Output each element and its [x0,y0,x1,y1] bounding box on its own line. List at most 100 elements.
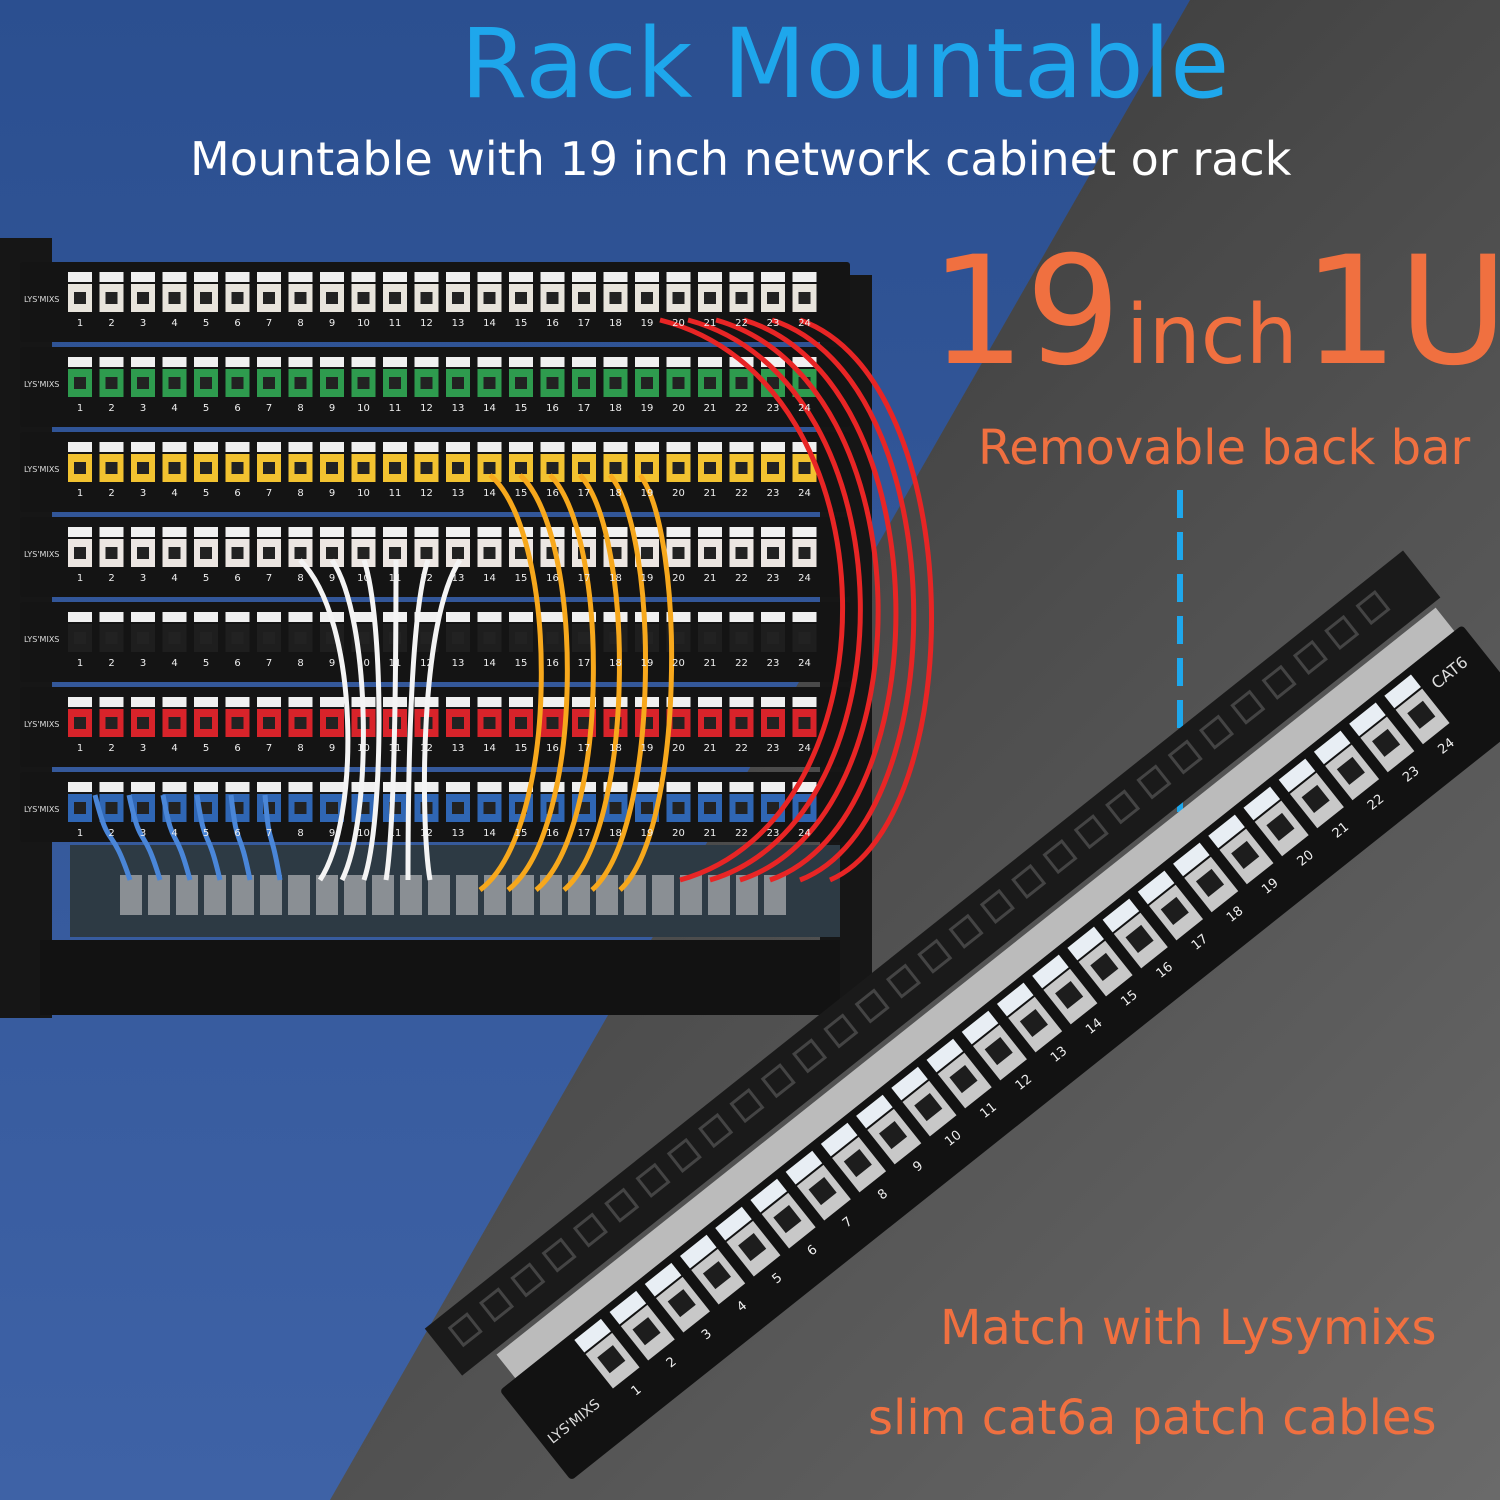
port-number: 10 [357,488,370,499]
port-label-strip [761,357,785,367]
rj45-port [672,802,685,814]
port-label-strip [383,357,407,367]
cable-tie-slot [478,1287,515,1323]
patch-panel [20,517,850,597]
cable-tie-slot [1355,590,1391,626]
rj45-port [641,292,653,304]
port-number: 9 [329,658,335,669]
port-label-strip [1349,702,1386,737]
rj45-port [672,292,685,304]
port-number: 5 [203,828,209,839]
size-spec: 19 inch 1U [930,225,1500,399]
port-label-strip [351,442,376,452]
port-label-strip [574,1318,611,1353]
rj45-port [767,802,779,814]
port-label-strip [225,527,250,537]
match-line-2: slim cat6a patch cables [868,1390,1437,1446]
rj45-port [326,377,338,389]
port-number: 12 [420,573,433,584]
port-number: 23 [767,743,780,754]
port-number: 18 [609,743,622,754]
rj45-port [798,547,811,559]
cable-tie-slot [1136,764,1172,800]
port-label-strip [194,697,218,707]
rj45-port [704,802,716,814]
port-label-strip [131,272,155,282]
port-number: 1 [77,743,83,754]
port-number: 9 [329,318,335,329]
port-label-strip [446,697,470,707]
cable-tie-slot [917,938,953,974]
port-label-strip [257,272,281,282]
patch-cable [383,559,399,881]
port-label-strip [926,1038,964,1073]
port-number: 5 [203,403,209,414]
port-number: 20 [672,573,685,584]
rj45-port [74,547,86,559]
rj45-port [294,462,307,474]
port-label-strip [320,272,344,282]
patch-cable [361,559,382,881]
port-label-strip [729,272,754,282]
port-label-strip [320,357,344,367]
patch-cable [771,317,917,883]
port-number: 15 [515,573,528,584]
port-label-strip [509,782,533,792]
port-label-strip [603,272,628,282]
switch-port [764,875,786,915]
back-bar-callout: Removable back bar [978,420,1471,476]
port-label-strip [257,697,281,707]
port-number: 12 [420,318,433,329]
rj45-port [200,547,212,559]
cable-tie-slot [885,963,922,999]
rj45-port [452,377,464,389]
patch-cable [534,473,596,892]
patch-cable [506,473,570,892]
port-number: 16 [546,743,559,754]
port-label-strip [729,782,754,792]
port-label-strip [666,697,691,707]
rj45-port [702,1261,732,1290]
port-label-strip [698,782,722,792]
rj45-port [168,547,181,559]
cable-tie-slot [1073,814,1109,850]
rj45-port [105,377,118,389]
rj45-port [357,547,370,559]
cable-tie-slot [541,1237,577,1273]
port-label-strip [351,357,376,367]
rj45-port [74,462,86,474]
port-label-strip [603,697,628,707]
port-number: 21 [704,658,717,669]
port-number: 17 [578,488,591,499]
rj45-port [263,292,275,304]
port-number: 17 [578,658,591,669]
port-number: 9 [329,828,335,839]
port-number: 11 [389,658,402,669]
port-number: 13 [452,488,465,499]
port-number: 20 [672,828,685,839]
rj45-port [389,462,401,474]
port-label-strip [603,527,628,537]
port-number: 10 [357,828,370,839]
port-number: 6 [234,318,240,329]
rj45-port [672,717,685,729]
port-label-strip [1032,954,1069,989]
port-number: 5 [203,658,209,669]
port-number: 8 [297,658,303,669]
port-number: 14 [483,743,496,754]
port-number: 10 [357,658,370,669]
port-label-strip [68,697,92,707]
rj45-port [515,377,527,389]
back-bar [424,550,1441,1376]
port-number: 2 [108,488,114,499]
port-number: 7 [266,828,272,839]
cable-tie-slot [1167,739,1203,775]
rj45-port [326,717,338,729]
port-label-strip [540,442,565,452]
port-number: 20 [672,743,685,754]
port-label-strip [320,527,344,537]
patch-cable [126,794,163,881]
rj45-port [767,462,779,474]
port-number: 2 [108,573,114,584]
port-number: 23 [767,318,780,329]
